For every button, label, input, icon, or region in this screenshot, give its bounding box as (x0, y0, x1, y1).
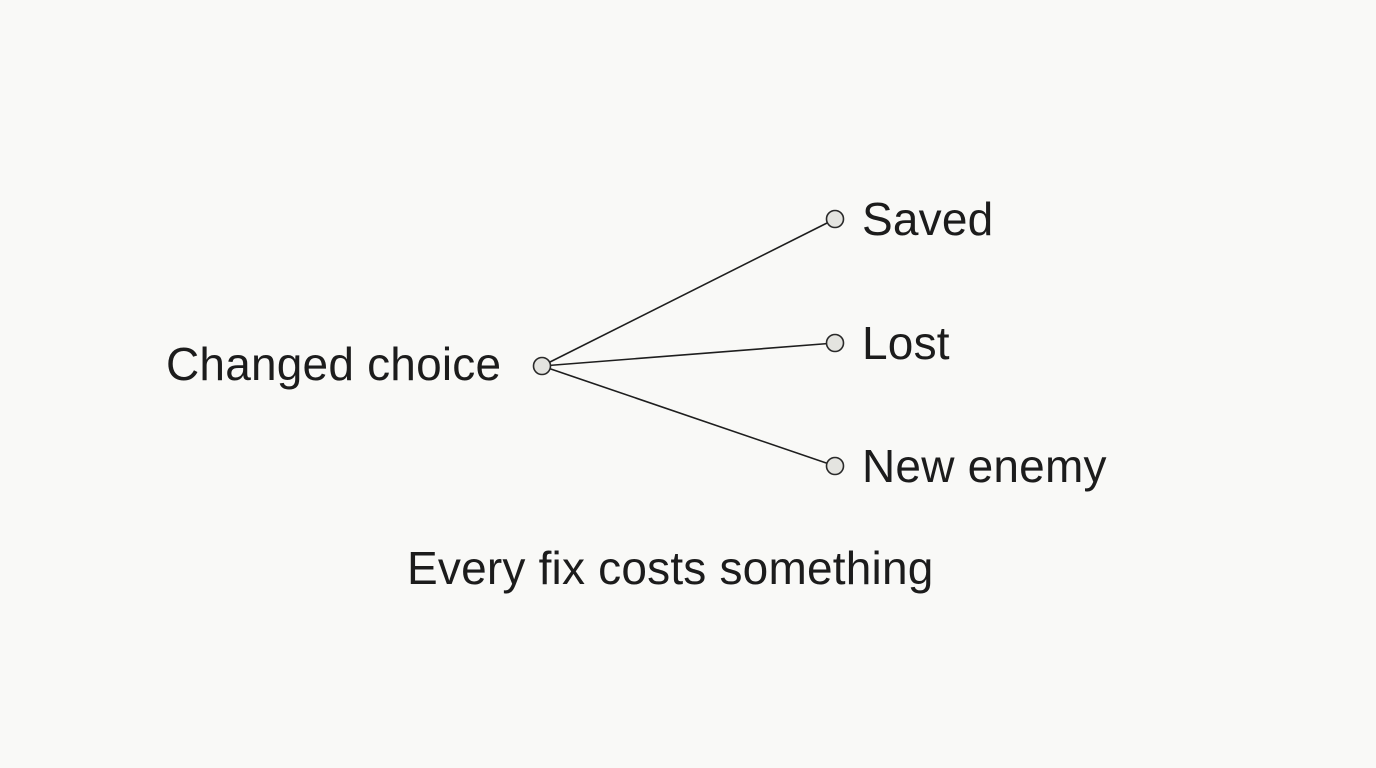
source-node (532, 356, 552, 376)
node-lost (825, 333, 845, 353)
branch-label-saved: Saved (862, 193, 994, 245)
edge-to-new-enemy (541, 365, 836, 467)
node-new-enemy (825, 456, 845, 476)
branch-label-new-enemy: New enemy (862, 440, 1107, 492)
diagram-caption: Every fix costs something (407, 542, 934, 594)
node-saved (825, 209, 845, 229)
edge-to-saved (541, 218, 836, 367)
branch-label-lost: Lost (862, 317, 950, 369)
source-label: Changed choice (166, 338, 502, 390)
edge-to-lost (541, 342, 836, 367)
